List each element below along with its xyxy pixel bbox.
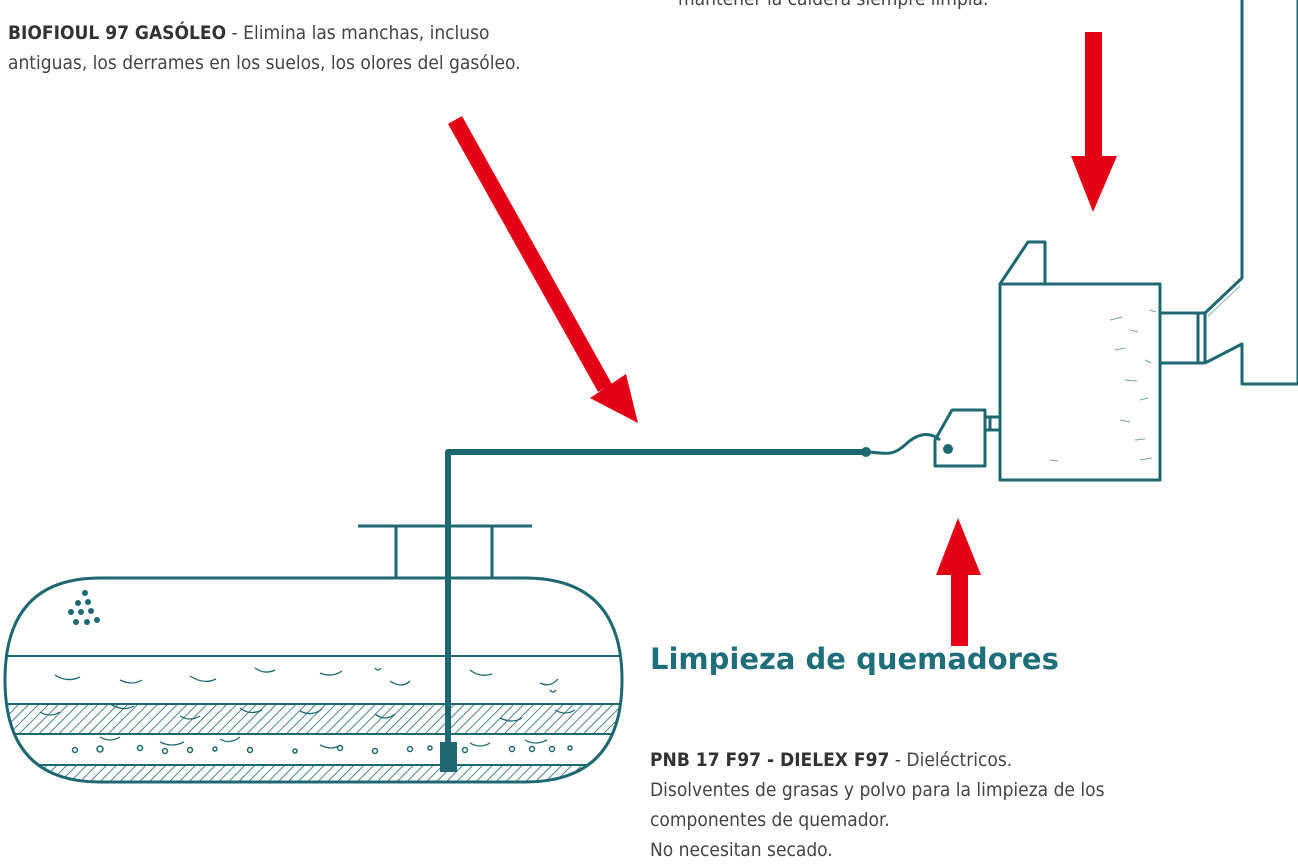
burner-product-name: PNB 17 F97 - DIELEX F97 [650,749,890,771]
biofioul-line2: antiguas, los derrames en los suelos, lo… [8,52,521,74]
water-droplets-icon [68,590,100,625]
red-arrow-to-fuel-line [448,116,638,423]
top-caption: mantener la caldera siempre limpia. [678,0,988,10]
boiler-texture [1049,309,1157,462]
boiler [998,240,1207,482]
fuel-line-valve [861,447,871,457]
top-caption-text: mantener la caldera siempre limpia. [678,0,988,14]
biofioul-line1: - Elimina las manchas, incluso [226,22,490,44]
biofioul-description: BIOFIOUL 97 GASÓLEO - Elimina las mancha… [8,18,628,78]
burner-cleaning-heading: Limpieza de quemadores [650,642,1059,676]
tank-sludge-layer [5,704,622,734]
red-arrow-to-burner [936,518,981,646]
tank-bottom-sediment-layer [5,765,622,782]
fuel-ripples [39,667,576,749]
burner-desc2: Disolventes de grasas y polvo para la li… [650,779,1105,801]
red-arrow-to-boiler [1071,32,1117,212]
burner [933,408,1000,468]
burner-desc1: - Dieléctricos. [889,749,1013,771]
sediment-specks [71,744,573,755]
burner-desc3: componentes de quemador. [650,809,890,831]
chimney [1203,0,1298,386]
burner-desc4: No necesitan secado. [650,839,833,861]
fuel-tank [3,524,624,784]
fuel-line [445,433,941,750]
biofioul-product-name: BIOFIOUL 97 GASÓLEO [8,22,227,44]
burner-product-description: PNB 17 F97 - DIELEX F97 - Dieléctricos. … [650,745,1290,865]
suction-strainer [440,742,457,772]
tank-shell [3,576,624,784]
